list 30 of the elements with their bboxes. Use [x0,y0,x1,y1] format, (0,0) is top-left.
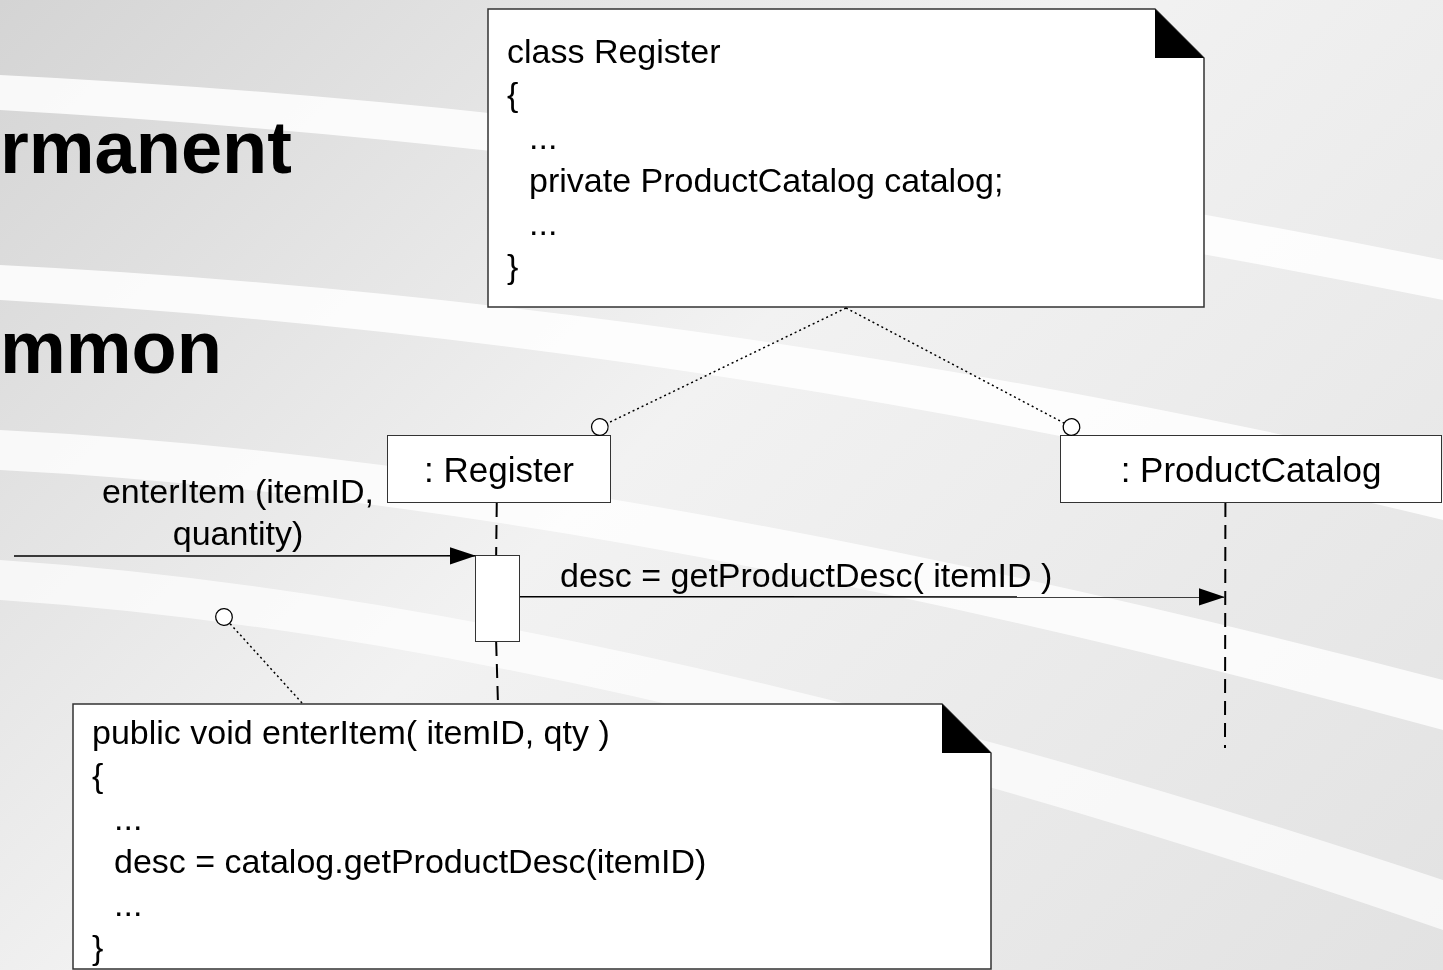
code-line: { [507,74,519,115]
leader-line [590,307,847,436]
activation-bar [475,555,520,642]
code-line: { [92,755,104,796]
code-line: ... [529,203,558,244]
heading-text: mmon [0,305,222,390]
note-box [72,703,992,970]
lifeline [1224,502,1227,749]
object-name: : ProductCatalog [1120,448,1382,491]
leader-line [215,608,303,704]
code-line: public void enterItem( itemID, qty ) [92,712,610,753]
code-line: ... [114,884,143,925]
object-box [1060,435,1442,503]
heading-text: rmanent [0,105,292,190]
code-line: ... [529,117,558,158]
code-line: } [507,246,519,287]
code-line: class Register [507,31,721,72]
leader-line [845,307,1081,436]
code-line: } [92,927,104,968]
message-arrow [13,547,476,565]
code-line: desc = catalog.getProductDesc(itemID) [114,841,707,882]
object-box [387,435,611,503]
code-line: ... [114,798,143,839]
note-box [487,8,1205,308]
object-name: : Register [424,448,574,491]
edge-label: desc = getProductDesc( itemID ) [560,555,1053,596]
edge-label: enterItem (itemID, quantity) [100,471,376,554]
code-line: private ProductCatalog catalog; [529,160,1004,201]
message-arrow [519,588,1225,606]
lifeline [495,502,498,556]
